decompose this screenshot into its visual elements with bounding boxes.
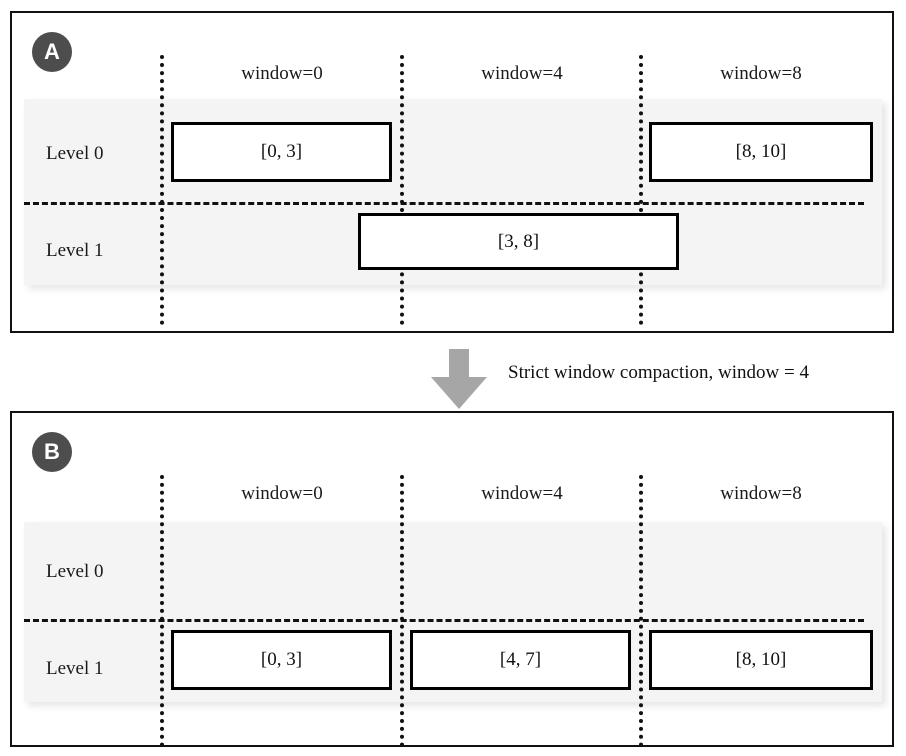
panel-b-run-box-8-10[interactable]: [8, 10] bbox=[649, 630, 873, 690]
down-arrow-icon bbox=[431, 349, 487, 409]
panel-b-run-box-0-3[interactable]: [0, 3] bbox=[171, 630, 392, 690]
panel-a-badge: A bbox=[32, 32, 72, 72]
panel-b-window-header-0: window=0 bbox=[241, 483, 323, 504]
panel-a-window-header-4: window=4 bbox=[481, 63, 563, 84]
panel-a-run-box-3-8[interactable]: [3, 8] bbox=[358, 213, 679, 270]
panel-b-window-header-4: window=4 bbox=[481, 483, 563, 504]
panel-b-level-label-1: Level 1 bbox=[46, 658, 104, 679]
panel-a-run-box-8-10[interactable]: [8, 10] bbox=[649, 122, 873, 182]
panel-a-run-box-0-3[interactable]: [0, 3] bbox=[171, 122, 392, 182]
panel-b-level-separator bbox=[24, 619, 864, 622]
panel-b-level-label-0: Level 0 bbox=[46, 561, 104, 582]
panel-b-window-boundary-4 bbox=[400, 475, 404, 747]
panel-a-window-boundary-0 bbox=[160, 55, 164, 325]
panel-a-window-boundary-8 bbox=[639, 55, 643, 325]
panel-a: A window=0 window=4 window=8 Level 0 Lev… bbox=[10, 11, 894, 333]
panel-b-window-header-8: window=8 bbox=[720, 483, 802, 504]
panel-a-window-header-8: window=8 bbox=[720, 63, 802, 84]
panel-a-level-separator bbox=[24, 202, 864, 205]
panel-a-level-label-0: Level 0 bbox=[46, 143, 104, 164]
panel-b-window-boundary-8 bbox=[639, 475, 643, 747]
panel-b-badge: B bbox=[32, 432, 72, 472]
panel-a-level-label-1: Level 1 bbox=[46, 240, 104, 261]
panel-a-window-boundary-4 bbox=[400, 55, 404, 325]
panel-b-run-box-4-7[interactable]: [4, 7] bbox=[410, 630, 631, 690]
panel-b-window-boundary-0 bbox=[160, 475, 164, 747]
transition-caption: Strict window compaction, window = 4 bbox=[508, 362, 809, 383]
panel-b: B window=0 window=4 window=8 Level 0 Lev… bbox=[10, 411, 894, 747]
panel-a-window-header-0: window=0 bbox=[241, 63, 323, 84]
